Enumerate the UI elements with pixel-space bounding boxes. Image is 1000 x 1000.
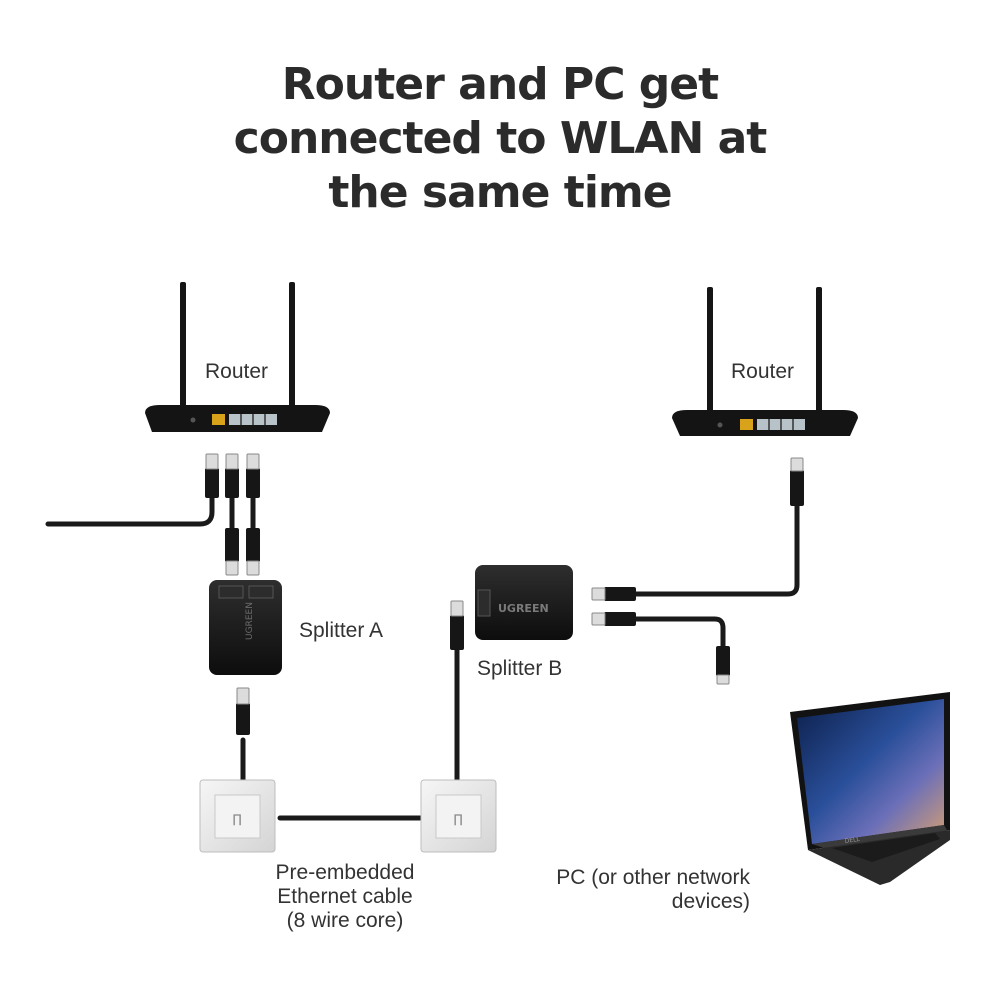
laptop: DELL — [790, 692, 950, 885]
splitter-b-body — [475, 565, 573, 640]
plug — [246, 528, 260, 562]
title-line-2: connected to WLAN at — [233, 113, 768, 164]
cables-left — [45, 494, 800, 821]
embedded-cable-label: Pre-embedded Ethernet cable (8 wire core… — [250, 861, 440, 933]
splitter-b-to-pc — [632, 616, 726, 651]
pc-label: PC (or other network devices) — [540, 866, 750, 914]
cable-label-line-3: (8 wire core) — [286, 909, 404, 932]
router-right-label: Router — [731, 360, 795, 383]
plug — [225, 528, 239, 562]
pc-label-line-1: PC (or other network — [556, 866, 750, 889]
antenna-left — [707, 287, 713, 412]
title-line-3: the same time — [328, 167, 672, 218]
plug — [246, 468, 260, 498]
splitter-a: UGREEN — [209, 580, 282, 675]
wall-plate-left: ∏ — [199, 779, 276, 853]
wan-cable — [45, 494, 215, 527]
rj45-plugs — [205, 468, 804, 735]
splitter-b-label: Splitter B — [477, 657, 563, 680]
antenna-right — [816, 287, 822, 412]
antenna-left — [180, 282, 186, 410]
ethernet-port-icon: ∏ — [232, 812, 241, 826]
plug — [236, 703, 250, 735]
router-left-label: Router — [205, 360, 269, 383]
laptop-screen — [797, 699, 944, 844]
plug — [604, 612, 636, 626]
antenna-right — [289, 282, 295, 410]
diagram-title: Router and PC get connected to WLAN at t… — [0, 58, 1000, 220]
splitter-a-brand: UGREEN — [245, 602, 255, 640]
wall-plate-right: ∏ — [420, 779, 497, 853]
wan-port — [740, 419, 753, 430]
plug — [205, 468, 219, 498]
splitter-b-to-router — [632, 502, 800, 597]
plug — [604, 587, 636, 601]
router-left — [145, 282, 330, 432]
plug-tips — [205, 453, 804, 705]
title-line-1: Router and PC get — [281, 59, 719, 110]
plug — [790, 470, 804, 506]
router-right — [672, 287, 858, 436]
laptop-brand: DELL — [844, 836, 861, 845]
cable-label-line-2: Ethernet cable — [277, 885, 413, 908]
splitter-b-brand: UGREEN — [498, 602, 549, 615]
plug — [225, 468, 239, 498]
splitter-b: UGREEN — [475, 565, 573, 640]
pc-label-line-2: devices) — [671, 890, 750, 913]
plug — [450, 615, 464, 650]
ethernet-port-icon: ∏ — [453, 812, 462, 826]
wan-port — [212, 414, 225, 425]
splitter-a-body — [209, 580, 282, 675]
plug — [716, 646, 730, 676]
cable-label-line-1: Pre-embedded — [275, 861, 415, 884]
splitter-a-label: Splitter A — [299, 619, 384, 642]
